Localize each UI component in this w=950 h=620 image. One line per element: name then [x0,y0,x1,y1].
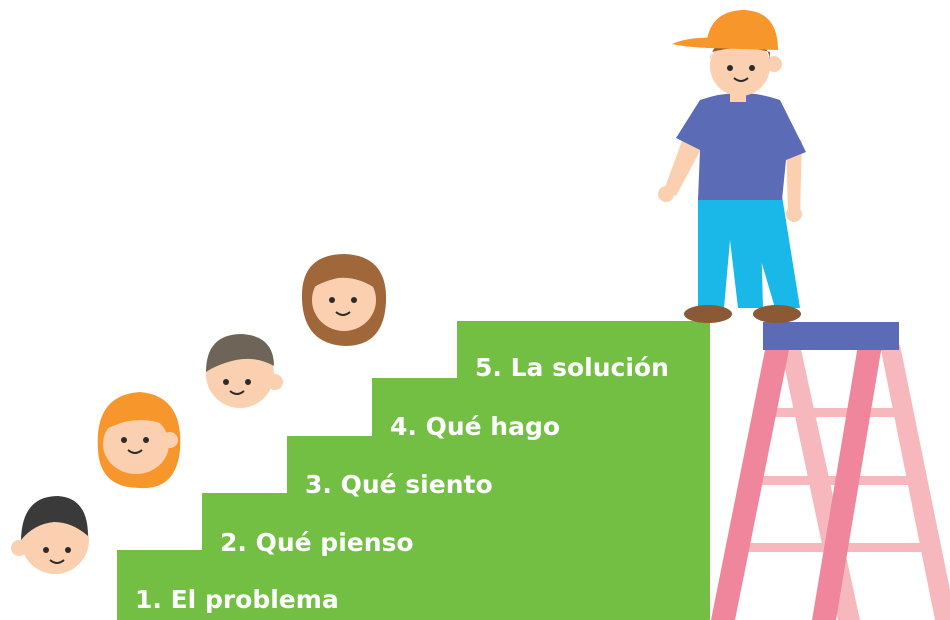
step-5 [457,321,710,381]
child-face-4-icon [301,254,387,346]
child-face-1-icon [11,496,89,574]
child-face-2-icon [97,392,181,489]
step-label-4: 4. Qué hago [390,412,561,441]
step-label-3: 3. Qué siento [305,470,493,499]
step-4 [372,378,710,438]
standing-boy-icon [658,10,806,323]
step-2 [202,493,710,553]
step-label-5: 5. La solución [475,353,669,382]
ladder-icon [711,322,950,620]
step-label-2: 2. Qué pienso [220,528,414,557]
step-3 [287,436,710,496]
step-label-1: 1. El problema [135,585,339,614]
step-1 [117,550,710,620]
child-face-3-icon [206,334,283,408]
